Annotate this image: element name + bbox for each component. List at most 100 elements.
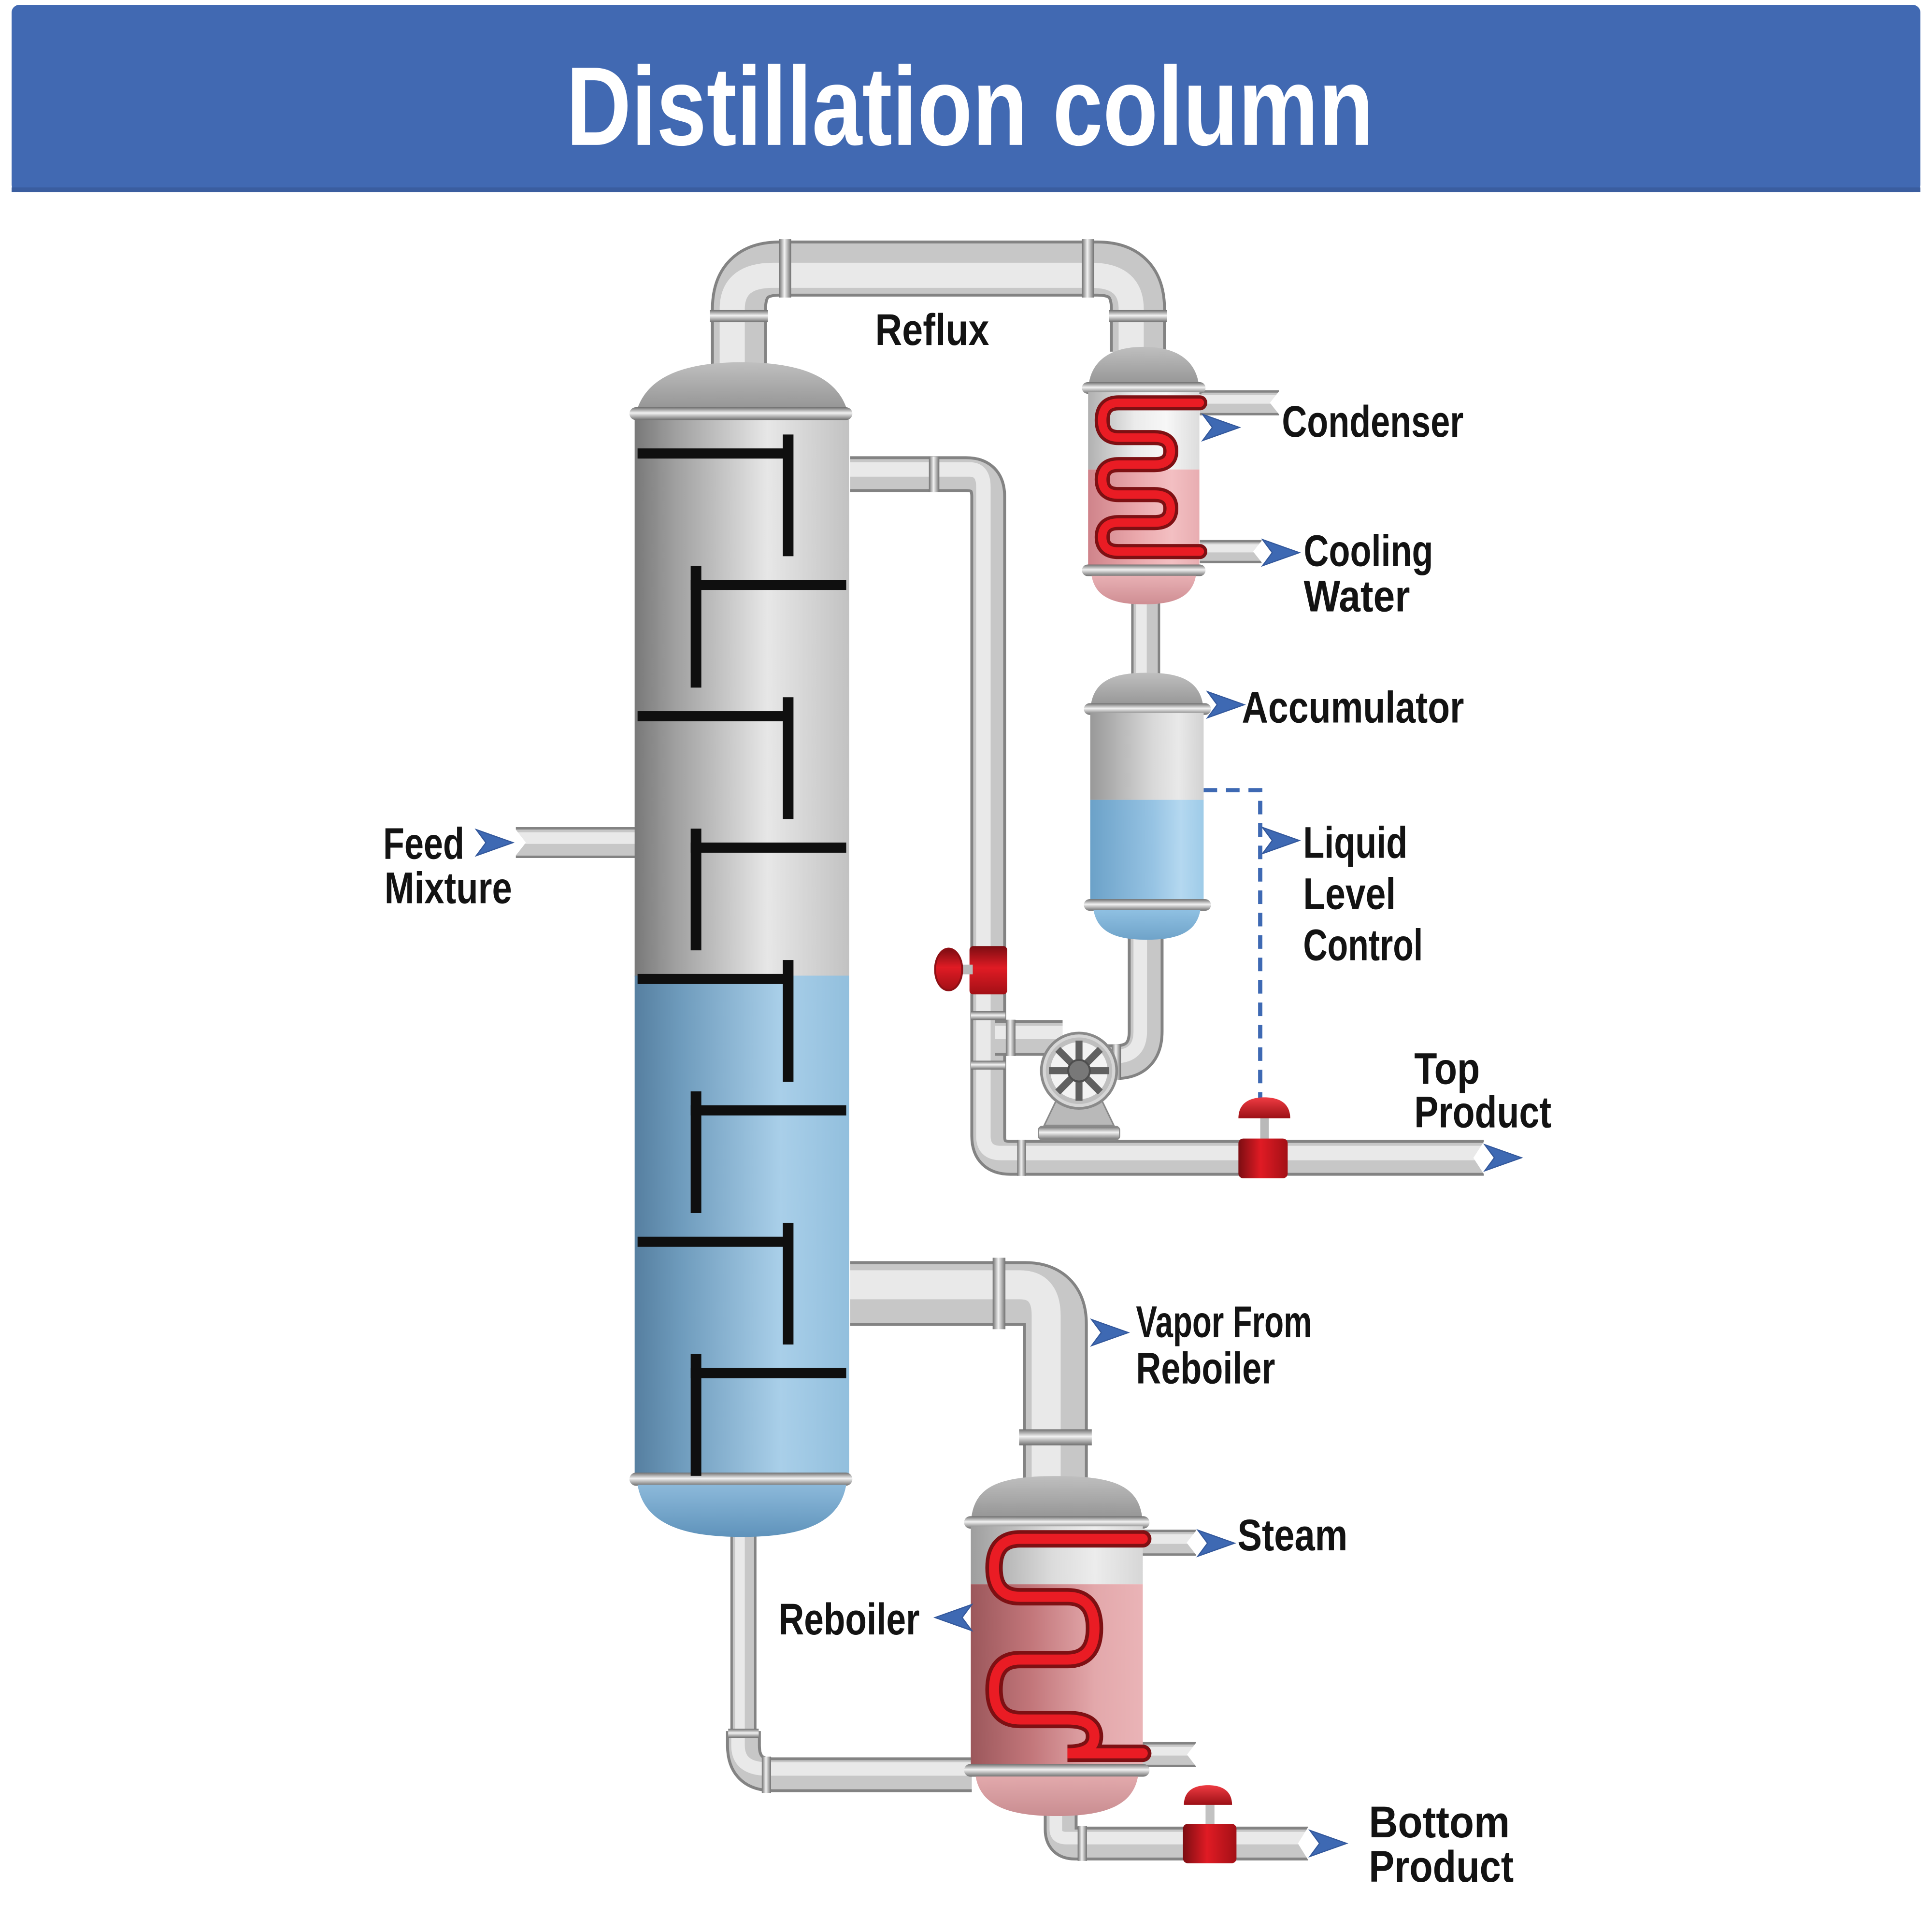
label-accumulator: Accumulator — [1242, 683, 1464, 732]
flange — [1109, 310, 1167, 323]
steam-arrow-icon — [1196, 1529, 1236, 1558]
accumulator-body-liquid — [1090, 800, 1204, 901]
reboiler-bottom-rim — [964, 1764, 1150, 1777]
reflux-valve-handwheel-icon — [934, 947, 963, 991]
flange — [1077, 1826, 1087, 1861]
label-reboiler: Reboiler — [779, 1595, 920, 1644]
label-condenser: Condenser — [1282, 397, 1463, 446]
llc-valve-stem — [1260, 1116, 1269, 1142]
condenser-cooling-coil-icon — [1094, 395, 1207, 559]
condenser-bottom-dome — [1091, 575, 1196, 604]
cooling-water-inlet-pipe — [1200, 390, 1279, 415]
label-vapor-from-reboiler-line2: Reboiler — [1136, 1344, 1275, 1393]
cut-end — [1473, 1141, 1485, 1175]
condenser-arrow-icon — [1201, 413, 1241, 442]
top-product-arrow-icon — [1483, 1143, 1523, 1172]
liquid-level-control-dashed-line — [1203, 788, 1262, 1100]
flange — [728, 1729, 759, 1738]
tray — [637, 960, 794, 1082]
pipe-cut-ends — [514, 390, 1485, 1861]
label-llc-line3: Control — [1303, 921, 1423, 970]
reboiler-top-dome — [971, 1476, 1143, 1528]
bottom-product-arrow-icon — [1308, 1829, 1348, 1858]
piping — [515, 239, 1484, 1861]
label-bottom-product-line1: Bottom — [1369, 1798, 1510, 1847]
flange — [779, 239, 791, 298]
pump-impeller-icon — [1049, 1040, 1109, 1101]
accumulator-bottom-rim — [1084, 899, 1211, 911]
accumulator-body-vapor-space — [1090, 713, 1204, 800]
llc-valve-cap — [1238, 1097, 1290, 1118]
liquid-level-control-arrow-icon — [1261, 826, 1301, 855]
tray — [690, 829, 846, 951]
condenser-vessel — [1082, 346, 1207, 604]
label-llc-line1: Liquid — [1303, 818, 1407, 868]
label-cooling-water-line1: Cooling — [1304, 527, 1433, 576]
bottom-product-pipe — [1044, 1808, 1308, 1860]
flange — [929, 456, 940, 492]
column-top-rim — [629, 407, 853, 420]
condenser-bottom-rim — [1082, 564, 1206, 576]
vapor-from-reboiler-arrow-icon — [1090, 1318, 1130, 1347]
cut-end — [514, 828, 526, 858]
bottom-product-valve — [1183, 1785, 1237, 1863]
title-banner: Distillation column — [11, 4, 1921, 192]
pump-discharge-pipe — [995, 1020, 1063, 1056]
pointer-arrows — [474, 413, 1523, 1858]
tray — [637, 434, 794, 557]
flange — [992, 1258, 1006, 1330]
label-steam: Steam — [1237, 1511, 1347, 1560]
tray — [690, 1354, 846, 1476]
label-top-product-line1: Top — [1414, 1044, 1480, 1093]
accumulator-top-rim — [1084, 703, 1211, 715]
distillation-column-vessel — [629, 362, 853, 1537]
reboiler-arrow-icon — [933, 1603, 973, 1632]
column-rectifying-section — [634, 418, 849, 977]
column-stripping-section-liquid — [634, 975, 849, 1475]
flange — [710, 310, 768, 323]
cooling-water-arrow-icon — [1261, 538, 1301, 567]
condenser-to-accumulator-pipe — [1131, 595, 1160, 680]
llc-valve-body — [1238, 1138, 1288, 1178]
accumulator-vessel — [1084, 673, 1211, 940]
bottom-valve-stem — [1205, 1804, 1215, 1827]
pump — [1038, 1031, 1120, 1141]
liquid-level-control-valve — [1238, 1097, 1290, 1178]
column-bottom-dome — [637, 1485, 846, 1537]
column-trays — [637, 434, 846, 1476]
reflux-valve — [934, 946, 1007, 995]
cut-end — [1187, 1742, 1197, 1767]
column-bottom-rim — [629, 1473, 853, 1486]
feed-pipe — [515, 827, 642, 858]
accumulator-bottom-dome — [1093, 910, 1201, 940]
reboiler-bottom-dome — [975, 1776, 1138, 1817]
label-vapor-from-reboiler-line1: Vapor From — [1136, 1297, 1312, 1346]
label-llc-line2: Level — [1303, 870, 1396, 919]
flange — [1017, 1140, 1026, 1176]
feed-arrow-icon — [474, 828, 515, 857]
cut-end — [1253, 540, 1262, 563]
flange — [971, 1060, 1006, 1070]
accumulator-arrow-icon — [1206, 690, 1246, 719]
column-top-dome — [634, 362, 849, 419]
reflux-overhead-pipe — [711, 240, 1166, 373]
flange — [1019, 1429, 1092, 1445]
cooling-water-outlet-pipe — [1200, 540, 1262, 563]
bottoms-pipe — [726, 1532, 972, 1792]
cut-end — [1187, 1530, 1197, 1556]
reboiler-vessel — [964, 1476, 1152, 1817]
tray — [637, 697, 794, 819]
flange — [1005, 1019, 1016, 1056]
bottom-valve-body — [1183, 1824, 1237, 1863]
label-feed-mixture-line1: Feed — [383, 819, 464, 869]
flange — [971, 1011, 1006, 1020]
banner-bottom-edge — [11, 187, 1921, 192]
vapor-pipe — [850, 1261, 1088, 1480]
label-feed-mixture-line2: Mixture — [385, 864, 512, 913]
reflux-valve-body — [969, 946, 1007, 995]
reboiler-top-rim — [964, 1516, 1150, 1529]
flange — [761, 1756, 772, 1793]
label-top-product-line2: Product — [1414, 1088, 1551, 1137]
